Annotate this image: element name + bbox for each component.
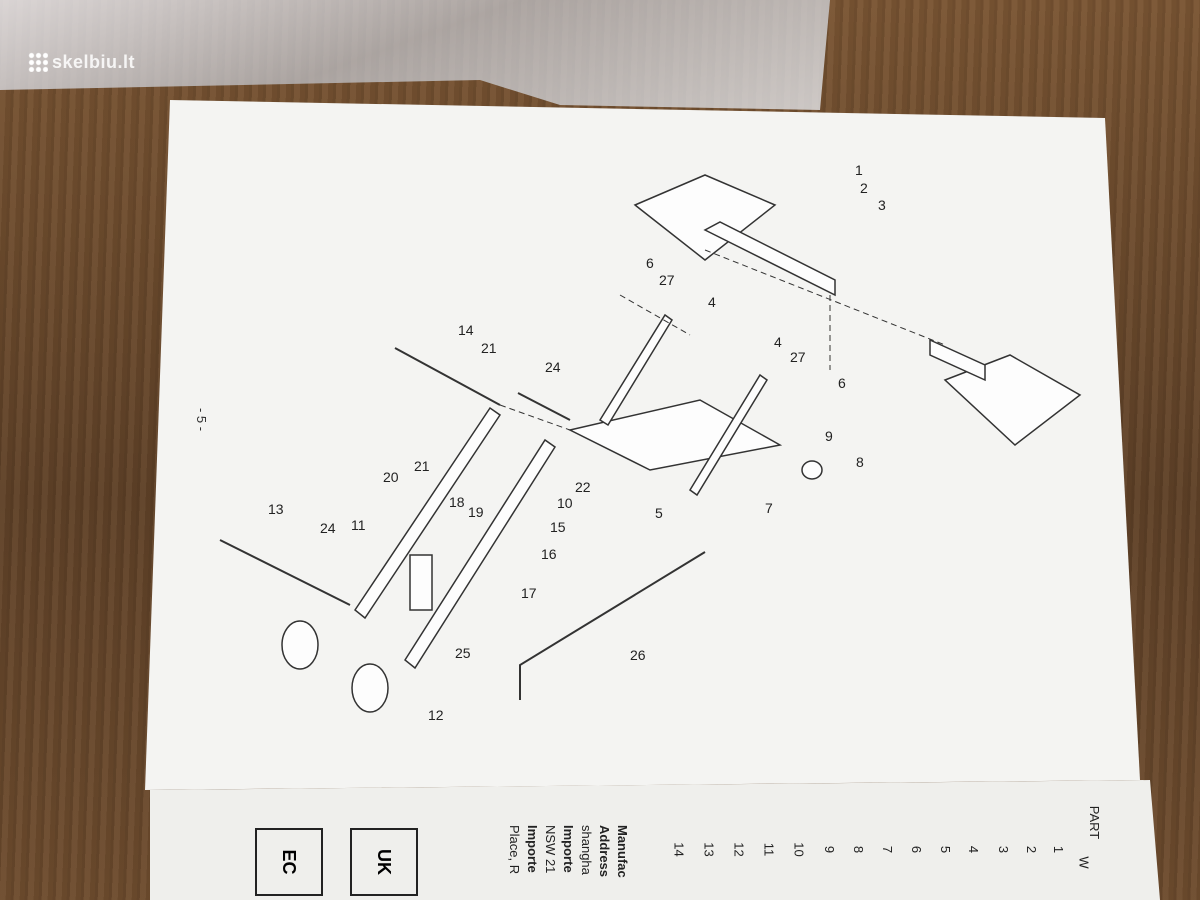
callout-24a: 24 <box>545 359 561 375</box>
table-header-part: PART <box>1087 805 1103 840</box>
callout-19: 19 <box>468 504 484 520</box>
plate-bracket <box>929 338 986 382</box>
rod-top <box>394 347 501 406</box>
ec-box: EC <box>255 828 323 896</box>
table-num-7: 7 <box>880 845 896 854</box>
callout-20: 20 <box>383 469 399 485</box>
callout-10: 10 <box>557 495 573 511</box>
lift-link-lower <box>688 373 769 497</box>
axle <box>219 539 351 606</box>
callout-7: 7 <box>765 500 773 516</box>
table-num-10: 10 <box>791 842 807 857</box>
importer-line-1: Importe <box>561 825 576 873</box>
callout-22: 22 <box>575 479 591 495</box>
manual-page-bottom <box>150 780 1160 900</box>
callout-21b: 21 <box>414 458 430 474</box>
callout-12: 12 <box>428 707 444 723</box>
shanghai-line: shangha <box>579 825 594 875</box>
wheel-left <box>281 620 319 670</box>
wheel-right <box>351 663 389 713</box>
frame-rail-right <box>404 438 557 670</box>
callout-4b: 4 <box>774 334 782 350</box>
callout-11: 11 <box>351 517 366 533</box>
callout-14: 14 <box>458 322 474 338</box>
pivot-arm <box>567 399 783 471</box>
importer-line-2: Importe <box>525 825 540 873</box>
support-beam <box>703 221 836 297</box>
pin-rod <box>517 392 571 421</box>
table-num-11: 11 <box>761 842 777 857</box>
end-cap <box>801 460 823 480</box>
table-num-3: 3 <box>996 845 1012 854</box>
callout-15: 15 <box>550 519 566 535</box>
table-num-13: 13 <box>701 842 717 857</box>
callout-27b: 27 <box>790 349 806 365</box>
callout-8: 8 <box>856 454 864 470</box>
callout-2: 2 <box>860 180 868 196</box>
callout-9: 9 <box>825 428 833 444</box>
hydraulic-jack <box>409 554 433 611</box>
callout-4a: 4 <box>708 294 716 310</box>
guide-line-plate <box>704 249 946 346</box>
guide-line-rod <box>499 404 571 431</box>
table-num-4: 4 <box>966 845 982 854</box>
frame-rail-left <box>353 406 502 620</box>
watermark-logo-icon <box>28 52 48 72</box>
callout-6a: 6 <box>646 255 654 271</box>
table-num-14: 14 <box>671 842 687 857</box>
table-num-8: 8 <box>851 845 867 854</box>
callout-25: 25 <box>455 645 471 661</box>
table-num-1: 1 <box>1051 845 1067 854</box>
guide-line-bolt-top <box>619 294 691 336</box>
table-num-6: 6 <box>909 845 925 854</box>
place-line: Place, R <box>507 825 522 875</box>
lift-plate-top <box>633 174 777 261</box>
address-line: Address <box>597 825 612 878</box>
watermark: skelbiu.lt <box>28 52 135 73</box>
nsw-line: NSW 21 <box>543 825 558 874</box>
table-row-text: W <box>1076 856 1092 869</box>
table-num-2: 2 <box>1024 845 1040 854</box>
callout-17: 17 <box>521 585 537 601</box>
table-num-5: 5 <box>938 845 954 854</box>
table-num-12: 12 <box>731 842 747 857</box>
handle <box>519 551 706 700</box>
callout-16: 16 <box>541 546 557 562</box>
callout-13: 13 <box>268 501 284 517</box>
callout-27a: 27 <box>659 272 675 288</box>
callout-6b: 6 <box>838 375 846 391</box>
callout-1: 1 <box>855 162 863 178</box>
callout-24b: 24 <box>320 520 336 536</box>
callout-21a: 21 <box>481 340 497 356</box>
callout-3: 3 <box>878 197 886 213</box>
callout-18: 18 <box>449 494 465 510</box>
callout-26: 26 <box>630 647 646 663</box>
lift-link-upper <box>598 313 674 427</box>
table-num-9: 9 <box>822 845 838 854</box>
callout-5: 5 <box>655 505 663 521</box>
uk-box: UK <box>350 828 418 896</box>
manufacturer-line: Manufac <box>615 825 630 878</box>
